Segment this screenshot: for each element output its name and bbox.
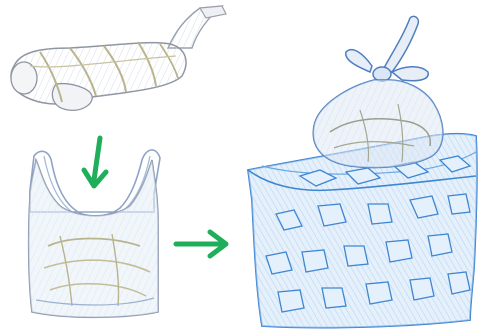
rolled-plastic-bag-icon [11, 6, 226, 110]
arrow-down-icon [84, 138, 106, 186]
arrow-right-icon [176, 232, 226, 256]
filled-bag-with-ice-icon [248, 16, 477, 327]
tied-bag-icon [313, 16, 442, 167]
